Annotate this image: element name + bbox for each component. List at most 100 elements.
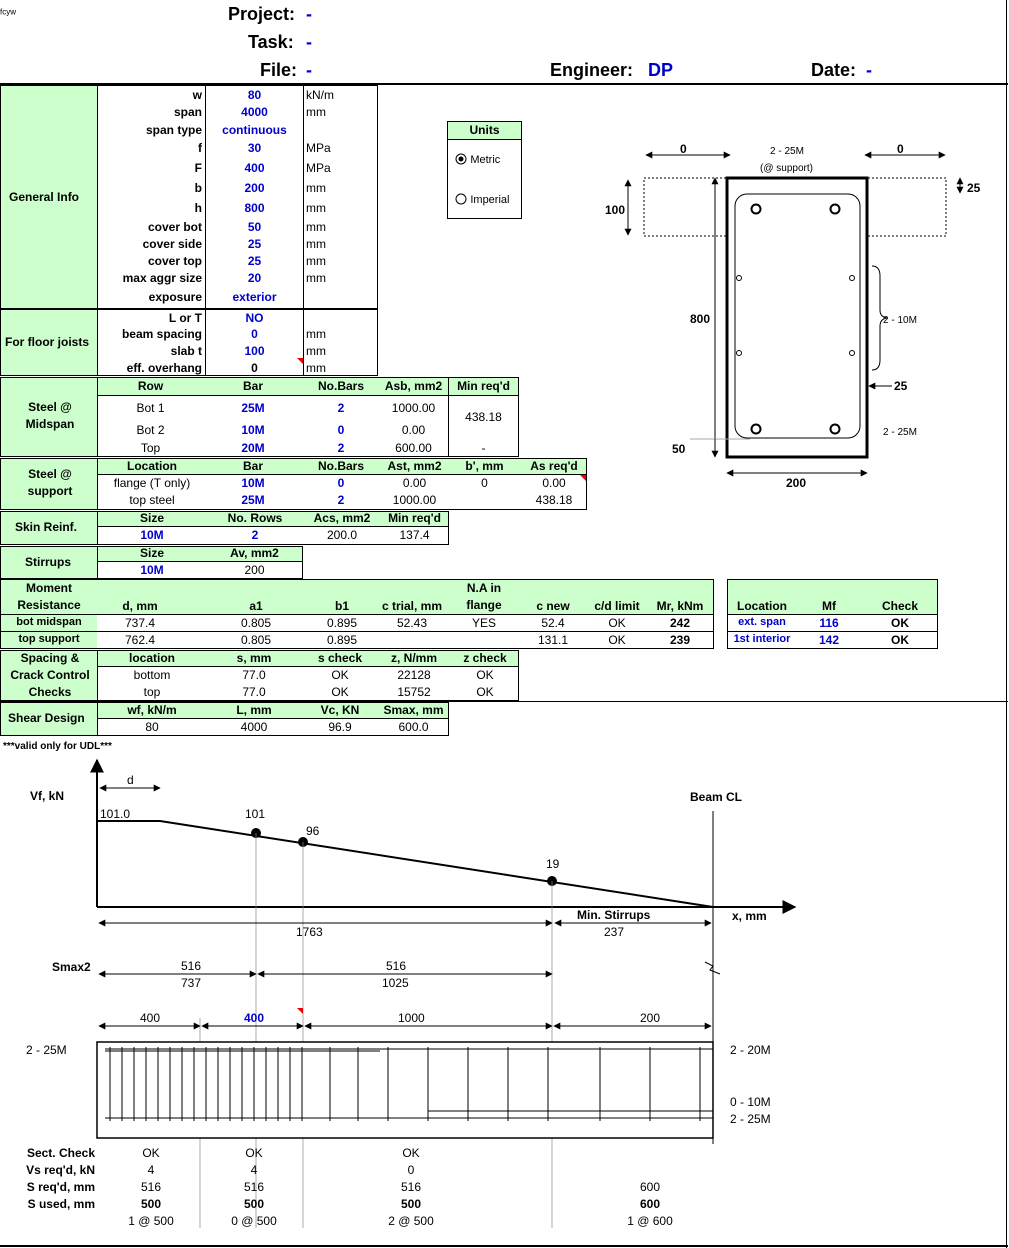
row-divider bbox=[0, 631, 714, 632]
skin-cell[interactable]: 2 bbox=[251, 528, 259, 542]
midspan-cell[interactable]: 20M bbox=[241, 441, 265, 455]
midspan-cell[interactable]: 10M bbox=[241, 423, 265, 437]
shear-title: Shear Design bbox=[8, 711, 85, 725]
comment-marker[interactable] bbox=[297, 358, 303, 364]
general-row-value[interactable]: 50 bbox=[247, 220, 262, 234]
general-row-value[interactable]: 4000 bbox=[241, 105, 268, 119]
beam-cl-label: Beam CL bbox=[690, 790, 742, 804]
midspan-cell[interactable]: 25M bbox=[241, 401, 265, 415]
midspan-cell: 600.00 bbox=[395, 441, 432, 455]
general-row-unit: MPa bbox=[306, 141, 331, 155]
moment-cell: 239 bbox=[669, 633, 691, 647]
midspan-cell[interactable]: 2 bbox=[337, 441, 345, 455]
engineer-value[interactable]: DP bbox=[648, 60, 674, 80]
imperial-radio[interactable]: Imperial bbox=[455, 192, 509, 206]
general-row-value[interactable]: 80 bbox=[247, 88, 262, 102]
skin-bars-label: 2 - 10M bbox=[883, 315, 917, 326]
stirrups-header: Av, mm2 bbox=[230, 546, 279, 560]
shear-header: Vc, KN bbox=[320, 703, 360, 717]
floor-row-label: beam spacing bbox=[121, 327, 202, 341]
valid-note: ***valid only for UDL*** bbox=[3, 741, 112, 752]
spacing-header: z, N/mm bbox=[390, 651, 437, 665]
support-cell[interactable]: 25M bbox=[241, 493, 265, 507]
shear-cell: 96.9 bbox=[328, 720, 352, 734]
project-value[interactable]: - bbox=[306, 4, 312, 24]
spacing-cell: 77.0 bbox=[242, 685, 266, 699]
support-cell: flange (T only) bbox=[113, 476, 191, 490]
task-label: Task: bbox=[248, 32, 294, 52]
general-row-value[interactable]: 25 bbox=[247, 237, 262, 251]
general-row-label: exposure bbox=[148, 290, 202, 304]
general-info-table bbox=[97, 85, 378, 309]
general-row-unit: mm bbox=[306, 201, 326, 215]
check-cell: OK bbox=[142, 1146, 160, 1160]
col-divider bbox=[448, 377, 449, 457]
spacing-header-row bbox=[98, 651, 518, 667]
spacing-cell: 15752 bbox=[397, 685, 431, 699]
general-row-value[interactable]: 25 bbox=[247, 254, 262, 268]
general-row-unit: mm bbox=[306, 237, 326, 251]
skin-cell: 137.4 bbox=[399, 528, 430, 542]
check-cell: 0 bbox=[407, 1163, 415, 1177]
general-row-value[interactable]: 20 bbox=[247, 271, 262, 285]
check-cell: 516 bbox=[400, 1180, 422, 1194]
check-label: S req'd, mm bbox=[26, 1180, 95, 1194]
support-header: Location bbox=[127, 459, 177, 473]
col-divider bbox=[303, 309, 304, 376]
floor-row-value[interactable]: 0 bbox=[251, 327, 258, 341]
header-divider bbox=[0, 83, 1008, 85]
midspan-cell[interactable]: 0 bbox=[337, 423, 345, 437]
skin-table bbox=[97, 511, 449, 545]
general-row-unit: mm bbox=[306, 271, 326, 285]
check-cell: 2 @ 500 bbox=[388, 1214, 434, 1228]
comment-marker[interactable] bbox=[580, 475, 586, 481]
moment-cell: top support bbox=[18, 633, 80, 645]
floor-row-value[interactable]: 100 bbox=[244, 344, 265, 358]
subscript: y bbox=[6, 7, 11, 17]
file-value[interactable]: - bbox=[306, 60, 312, 80]
general-row-value[interactable]: 30 bbox=[247, 141, 262, 155]
top-right-dim: 0 bbox=[897, 142, 904, 156]
s1b-label: 737 bbox=[181, 976, 201, 990]
metric-radio[interactable]: Metric bbox=[455, 152, 500, 166]
midspan-cell: Bot 1 bbox=[136, 401, 165, 415]
metric-label: Metric bbox=[470, 154, 501, 166]
moment-cell: OK bbox=[608, 616, 626, 630]
general-row-value[interactable]: exterior bbox=[232, 290, 277, 304]
general-row-value[interactable]: 800 bbox=[244, 201, 265, 215]
moment-cell: 52.43 bbox=[396, 616, 428, 630]
date-value[interactable]: - bbox=[866, 60, 872, 80]
general-row-value[interactable]: continuous bbox=[222, 123, 287, 137]
skin-cell: 200.0 bbox=[326, 528, 358, 542]
moment-header: d, mm bbox=[122, 599, 158, 613]
moment-title-1: Moment bbox=[26, 581, 72, 595]
skin-cell[interactable]: 10M bbox=[140, 528, 164, 542]
slab-dim: 100 bbox=[605, 203, 625, 217]
midspan-cell[interactable]: 2 bbox=[337, 401, 345, 415]
beam-cross-section: 0 0 2 - 25M (@ support) 100 25 800 2 - 1… bbox=[605, 142, 980, 490]
floor-row-value[interactable]: 0 bbox=[251, 361, 258, 375]
stirrups-cell[interactable]: 10M bbox=[140, 563, 164, 577]
spacing-cell: OK bbox=[476, 685, 494, 699]
stirrups-label-cell: Stirrups bbox=[0, 546, 98, 579]
task-value[interactable]: - bbox=[306, 32, 312, 52]
v-start-label: 101.0 bbox=[100, 807, 130, 821]
general-row-value[interactable]: 400 bbox=[244, 161, 265, 175]
mf-cell: OK bbox=[891, 616, 909, 630]
floor-joists-table bbox=[97, 309, 378, 376]
s2a-label: 516 bbox=[386, 959, 406, 973]
moment-cell: YES bbox=[471, 616, 496, 630]
spacing-cell: 22128 bbox=[397, 668, 431, 682]
support-cell[interactable]: 10M bbox=[241, 476, 265, 490]
units-title: Units bbox=[448, 122, 521, 140]
skin-header: Acs, mm2 bbox=[313, 511, 371, 525]
midspan-header-row bbox=[98, 378, 518, 396]
general-row-value[interactable]: 200 bbox=[244, 181, 265, 195]
units-box: Units Metric Imperial bbox=[447, 121, 522, 219]
check-cell: 600 bbox=[639, 1180, 661, 1194]
support-cell[interactable]: 2 bbox=[337, 493, 345, 507]
stirrups-header: Size bbox=[139, 546, 164, 560]
moment-cell: 0.805 bbox=[240, 633, 272, 647]
floor-row-value[interactable]: NO bbox=[245, 311, 264, 325]
support-cell[interactable]: 0 bbox=[337, 476, 345, 490]
